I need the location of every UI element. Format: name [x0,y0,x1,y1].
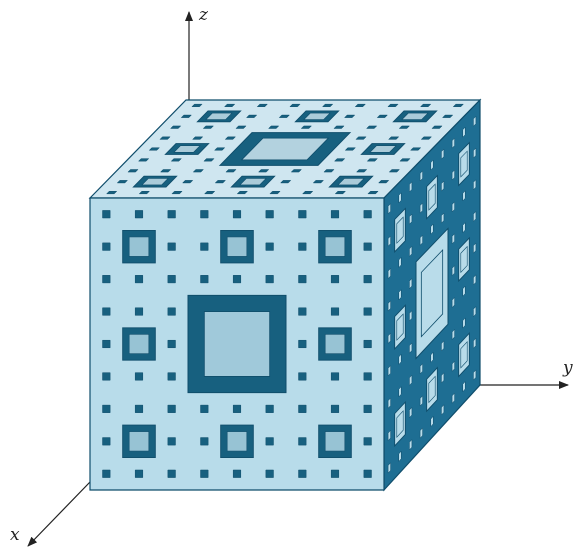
front-small-hole [103,405,111,413]
front-small-hole [364,438,372,446]
front-medium-hole-inner [129,334,149,353]
y-axis-label: y [562,358,573,378]
front-small-hole [201,243,209,251]
front-small-hole [364,470,372,478]
front-small-hole [135,308,143,316]
front-small-hole [364,243,372,251]
front-small-hole [331,275,339,283]
front-medium-hole-inner [129,432,149,451]
front-small-hole [103,210,111,218]
front-small-hole [331,210,339,218]
front-small-hole [201,405,209,413]
front-small-hole [299,438,307,446]
front-medium-hole-inner [325,334,345,353]
front-small-hole [168,275,176,283]
z-axis-label: z [198,5,209,25]
front-small-hole [233,470,241,478]
front-medium-hole-inner [325,432,345,451]
front-small-hole [201,470,209,478]
front-small-hole [299,470,307,478]
front-small-hole [201,275,209,283]
front-small-hole [168,340,176,348]
front-small-hole [168,243,176,251]
front-small-hole [103,340,111,348]
front-small-hole [364,373,372,381]
front-face-holes [103,210,372,477]
front-small-hole [266,438,274,446]
front-small-hole [233,275,241,283]
front-centre-hole-inner [204,312,269,377]
front-small-hole [299,373,307,381]
front-small-hole [299,340,307,348]
front-medium-hole-inner [227,432,247,451]
front-small-hole [364,275,372,283]
front-small-hole [168,438,176,446]
front-small-hole [103,243,111,251]
front-small-hole [233,210,241,218]
front-small-hole [331,308,339,316]
front-medium-hole-inner [227,237,247,256]
front-small-hole [168,470,176,478]
front-medium-hole-inner [325,237,345,256]
front-small-hole [103,308,111,316]
x-axis-label: x [10,525,20,545]
front-small-hole [233,405,241,413]
front-small-hole [135,470,143,478]
front-small-hole [168,405,176,413]
front-small-hole [299,275,307,283]
front-small-hole [266,470,274,478]
front-small-hole [103,438,111,446]
front-small-hole [331,405,339,413]
front-small-hole [364,405,372,413]
front-small-hole [135,405,143,413]
front-small-hole [266,243,274,251]
front-small-hole [364,210,372,218]
front-small-hole [103,275,111,283]
front-small-hole [135,275,143,283]
front-small-hole [331,373,339,381]
front-small-hole [135,210,143,218]
front-medium-hole-inner [129,237,149,256]
front-small-hole [364,308,372,316]
front-small-hole [299,405,307,413]
front-small-hole [168,373,176,381]
front-small-hole [299,243,307,251]
front-small-hole [201,210,209,218]
front-small-hole [331,470,339,478]
x-axis [28,482,90,546]
front-small-hole [103,373,111,381]
front-small-hole [103,470,111,478]
front-small-hole [266,275,274,283]
front-small-hole [168,210,176,218]
front-small-hole [201,438,209,446]
front-small-hole [266,210,274,218]
front-small-hole [135,373,143,381]
front-small-hole [168,308,176,316]
front-small-hole [299,210,307,218]
front-small-hole [364,340,372,348]
front-small-hole [266,405,274,413]
front-small-hole [299,308,307,316]
